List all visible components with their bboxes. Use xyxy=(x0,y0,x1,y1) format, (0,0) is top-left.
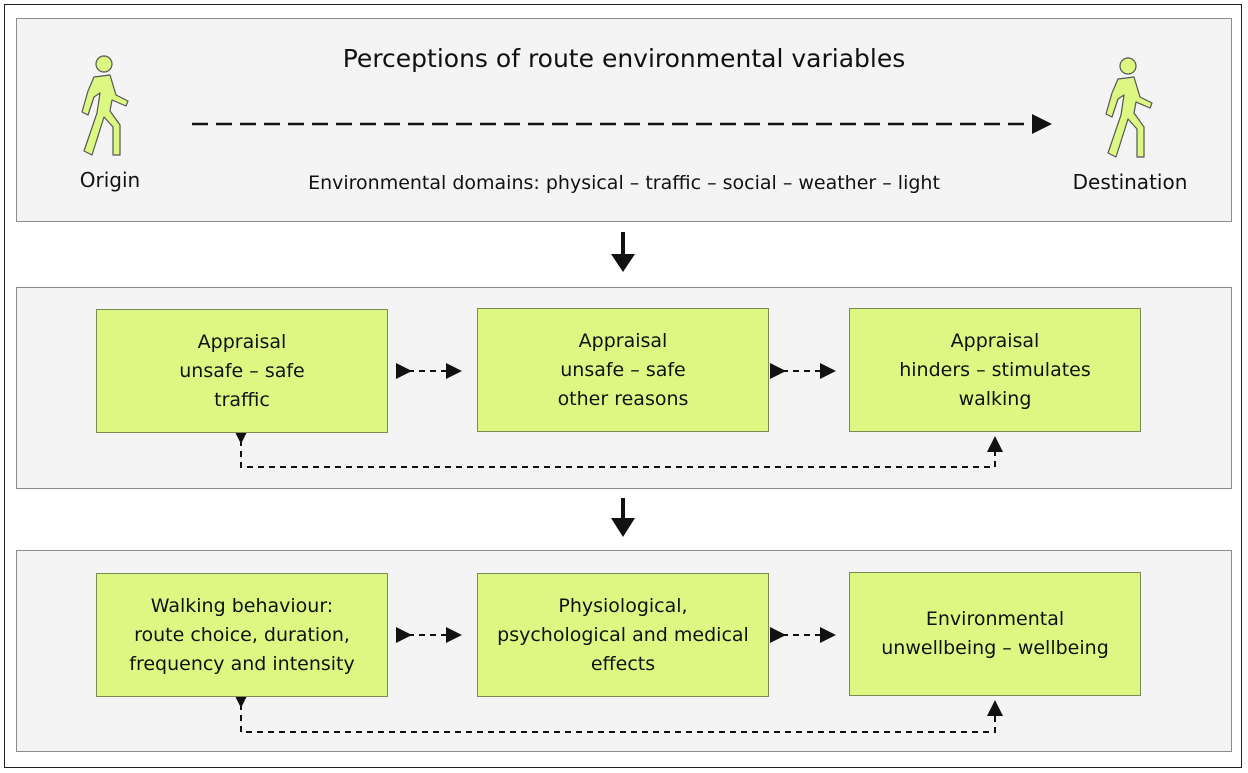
box-line: frequency and intensity xyxy=(129,652,355,675)
origin-label: Origin xyxy=(79,168,141,192)
box-line: traffic xyxy=(214,388,270,411)
route-title: Perceptions of route environmental varia… xyxy=(342,44,906,73)
effects-box: Physiological, psychological and medical e… xyxy=(477,573,769,697)
box-line: Appraisal xyxy=(578,329,668,352)
box-line: Environmental xyxy=(925,608,1065,630)
box-line: other reasons xyxy=(557,387,689,410)
outer-frame xyxy=(4,4,1242,768)
box-line: walking xyxy=(958,387,1032,410)
box-line: hinders – stimulates xyxy=(899,358,1091,381)
walking-behaviour-box: Walking behaviour: route choice, duration… xyxy=(96,573,388,697)
box-line: Appraisal xyxy=(950,329,1040,352)
appraisal-walking-box: Appraisal hinders – stimulates walking xyxy=(849,308,1141,432)
box-line: Appraisal xyxy=(197,330,287,353)
box-line: effects xyxy=(590,652,656,675)
environmental-domains: Environmental domains: physical – traffi… xyxy=(308,172,940,194)
box-line: Physiological, xyxy=(558,594,688,617)
box-line: Walking behaviour: xyxy=(150,594,334,617)
box-line: route choice, duration, xyxy=(134,623,350,646)
destination-label: Destination xyxy=(1072,170,1188,194)
box-line: unsafe – safe xyxy=(560,358,686,381)
wellbeing-box: Environmental unwellbeing – wellbeing xyxy=(849,572,1141,696)
box-line: unsafe – safe xyxy=(179,359,305,382)
appraisal-other-box: Appraisal unsafe – safe other reasons xyxy=(477,308,769,432)
route-panel xyxy=(16,18,1232,222)
box-line: unwellbeing – wellbeing xyxy=(881,637,1109,659)
box-line: psychological and medical xyxy=(497,623,749,646)
appraisal-traffic-box: Appraisal unsafe – safe traffic xyxy=(96,309,388,433)
